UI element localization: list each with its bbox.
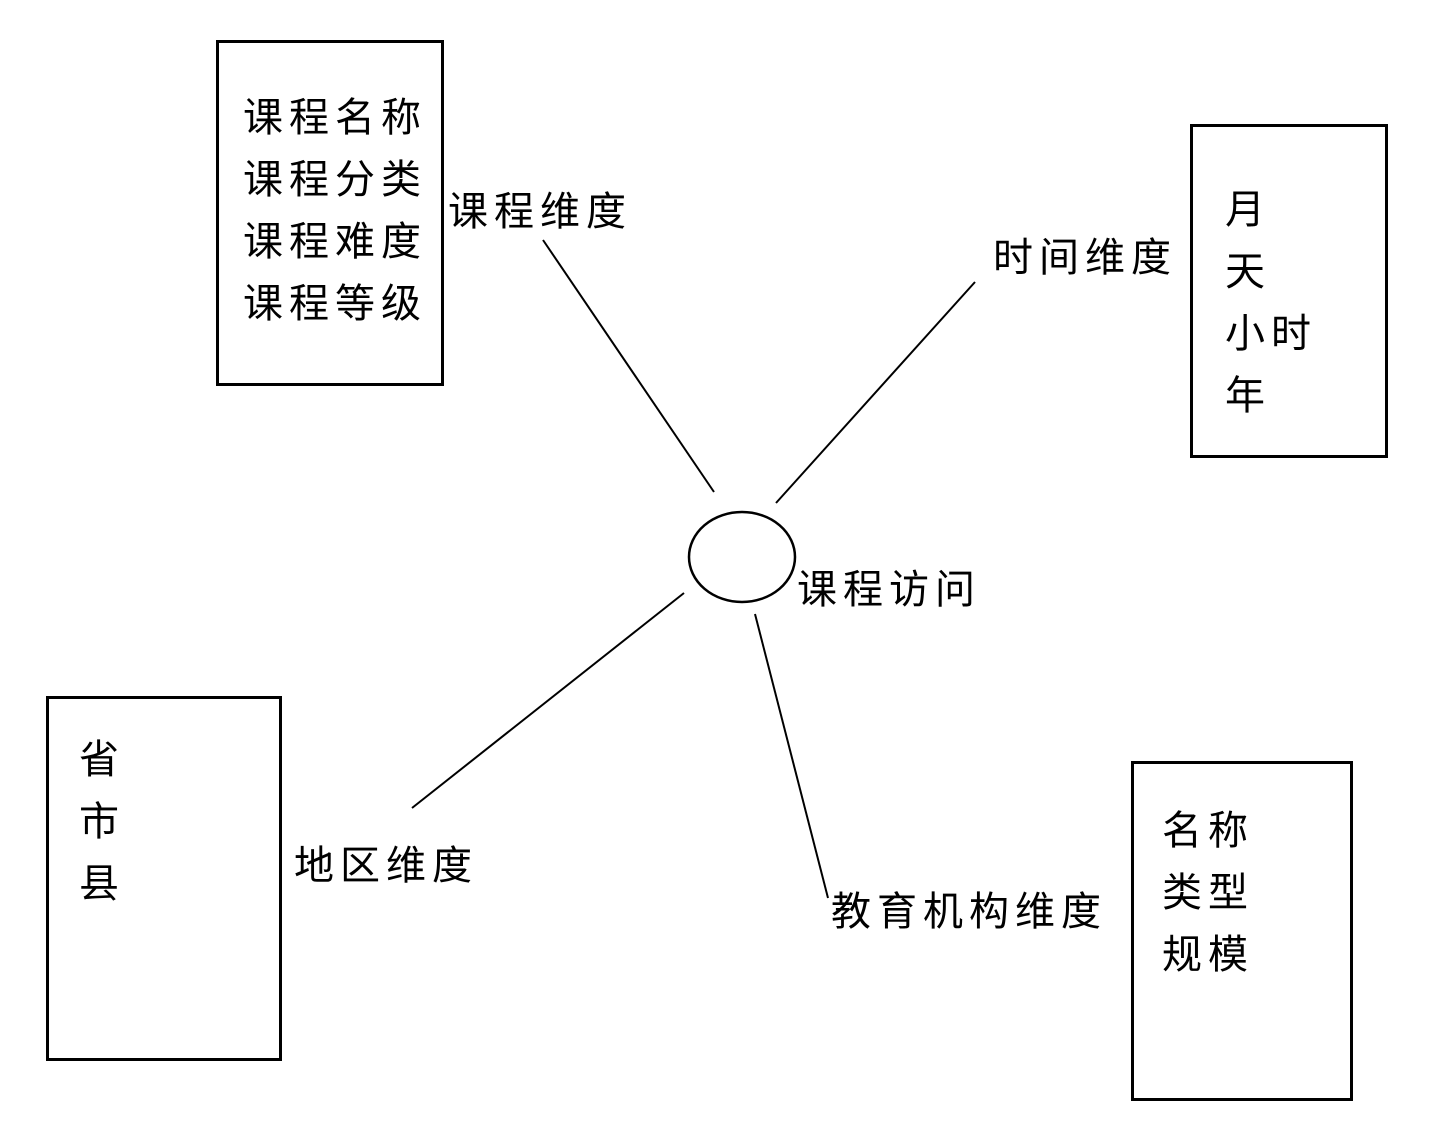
course-dimension-box: 课程名称 课程分类 课程难度 课程等级 (216, 40, 444, 386)
fact-label: 课程访问 (797, 567, 981, 613)
time-attribute: 天 (1225, 249, 1271, 295)
connector-region (411, 592, 685, 809)
institution-attribute: 类型 (1162, 870, 1254, 916)
time-attribute: 月 (1225, 187, 1271, 233)
region-attribute: 省 (79, 737, 125, 783)
course-dimension-label: 课程维度 (448, 189, 632, 235)
institution-attribute: 规模 (1162, 932, 1254, 978)
region-attribute: 市 (79, 799, 125, 845)
fact-node (687, 510, 797, 604)
institution-dimension-label: 教育机构维度 (831, 889, 1107, 935)
connector-time (775, 281, 976, 504)
connector-course (542, 239, 715, 493)
time-attribute: 小时 (1225, 311, 1317, 357)
institution-attribute: 名称 (1162, 808, 1254, 854)
course-attribute: 课程难度 (243, 219, 427, 265)
region-attribute: 县 (79, 861, 125, 907)
region-dimension-box: 省 市 县 (46, 696, 282, 1061)
time-dimension-label: 时间维度 (993, 235, 1177, 281)
time-dimension-box: 月 天 小时 年 (1190, 124, 1388, 458)
region-dimension-label: 地区维度 (294, 843, 478, 889)
connector-institution (754, 613, 829, 899)
course-attribute: 课程名称 (243, 95, 427, 141)
course-attribute: 课程分类 (243, 157, 427, 203)
institution-dimension-box: 名称 类型 规模 (1131, 761, 1353, 1101)
course-attribute: 课程等级 (243, 281, 427, 327)
time-attribute: 年 (1225, 373, 1271, 419)
